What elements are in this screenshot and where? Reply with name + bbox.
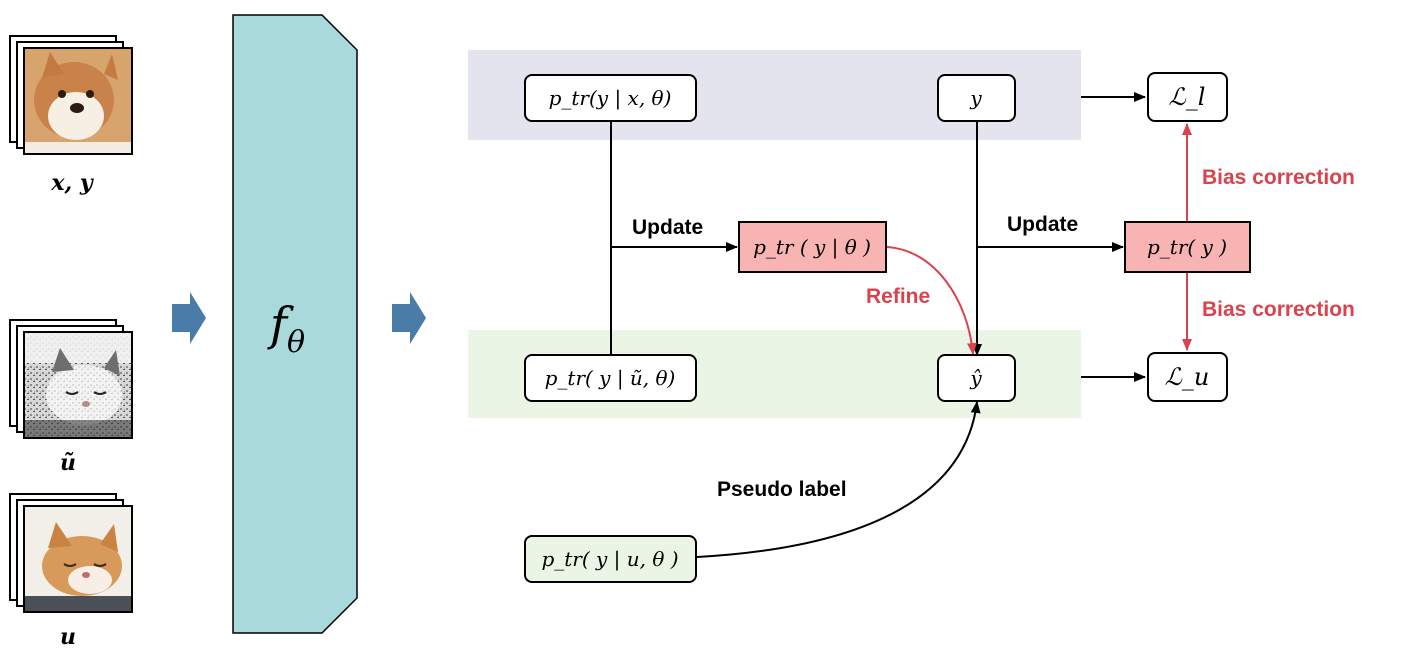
y-node	[937, 74, 1016, 122]
y-text: y	[969, 86, 982, 110]
p-y-node	[1124, 221, 1251, 273]
unlabeled-caption: u	[60, 624, 76, 650]
loss-u-text: ℒ_u	[1165, 363, 1210, 391]
augmented-cat-photo	[25, 333, 131, 437]
pseudo-label-arrow	[696, 401, 981, 558]
p-unlabeled-node	[524, 535, 697, 583]
y-hat-text: ŷ	[969, 366, 982, 390]
p-labeled-node	[524, 74, 697, 122]
loss-u-node	[1147, 352, 1228, 402]
p-y-theta-text: p_tr ( y | θ )	[753, 235, 871, 260]
refine-label: Refine	[866, 285, 930, 308]
bias-correction-bottom-label: Bias correction	[1202, 298, 1355, 321]
y-hat-node	[937, 354, 1016, 402]
update-label-right: Update	[1007, 213, 1078, 236]
loss-l-node	[1147, 72, 1228, 122]
cat-photo	[25, 507, 131, 611]
update-label-left: Update	[632, 216, 703, 239]
loss-l-text: ℒ_l	[1169, 83, 1206, 111]
augmented-caption: ũ	[60, 450, 76, 476]
p-aug-node	[524, 354, 697, 402]
shiba-dog-photo	[25, 49, 131, 153]
flow-arrow-icon	[392, 292, 426, 344]
p-y-text: p_tr( y )	[1147, 235, 1227, 259]
bias-correction-top-label: Bias correction	[1202, 166, 1355, 189]
labeled-image-stack	[9, 35, 133, 155]
p-labeled-text: p_tr(y | x, θ)	[549, 86, 672, 111]
p-unlabeled-text: p_tr( y | u, θ )	[541, 547, 678, 572]
p-y-theta-node	[738, 221, 887, 273]
augmented-image-stack	[9, 319, 133, 439]
flow-arrow-icon	[172, 292, 206, 344]
labeled-caption: x, y	[50, 170, 94, 196]
model-block	[232, 14, 358, 634]
p-aug-text: p_tr( y | ũ, θ)	[545, 366, 676, 391]
refine-arrow	[886, 246, 977, 355]
unlabeled-image-stack	[9, 493, 133, 613]
pseudo-label-label: Pseudo label	[717, 478, 847, 501]
